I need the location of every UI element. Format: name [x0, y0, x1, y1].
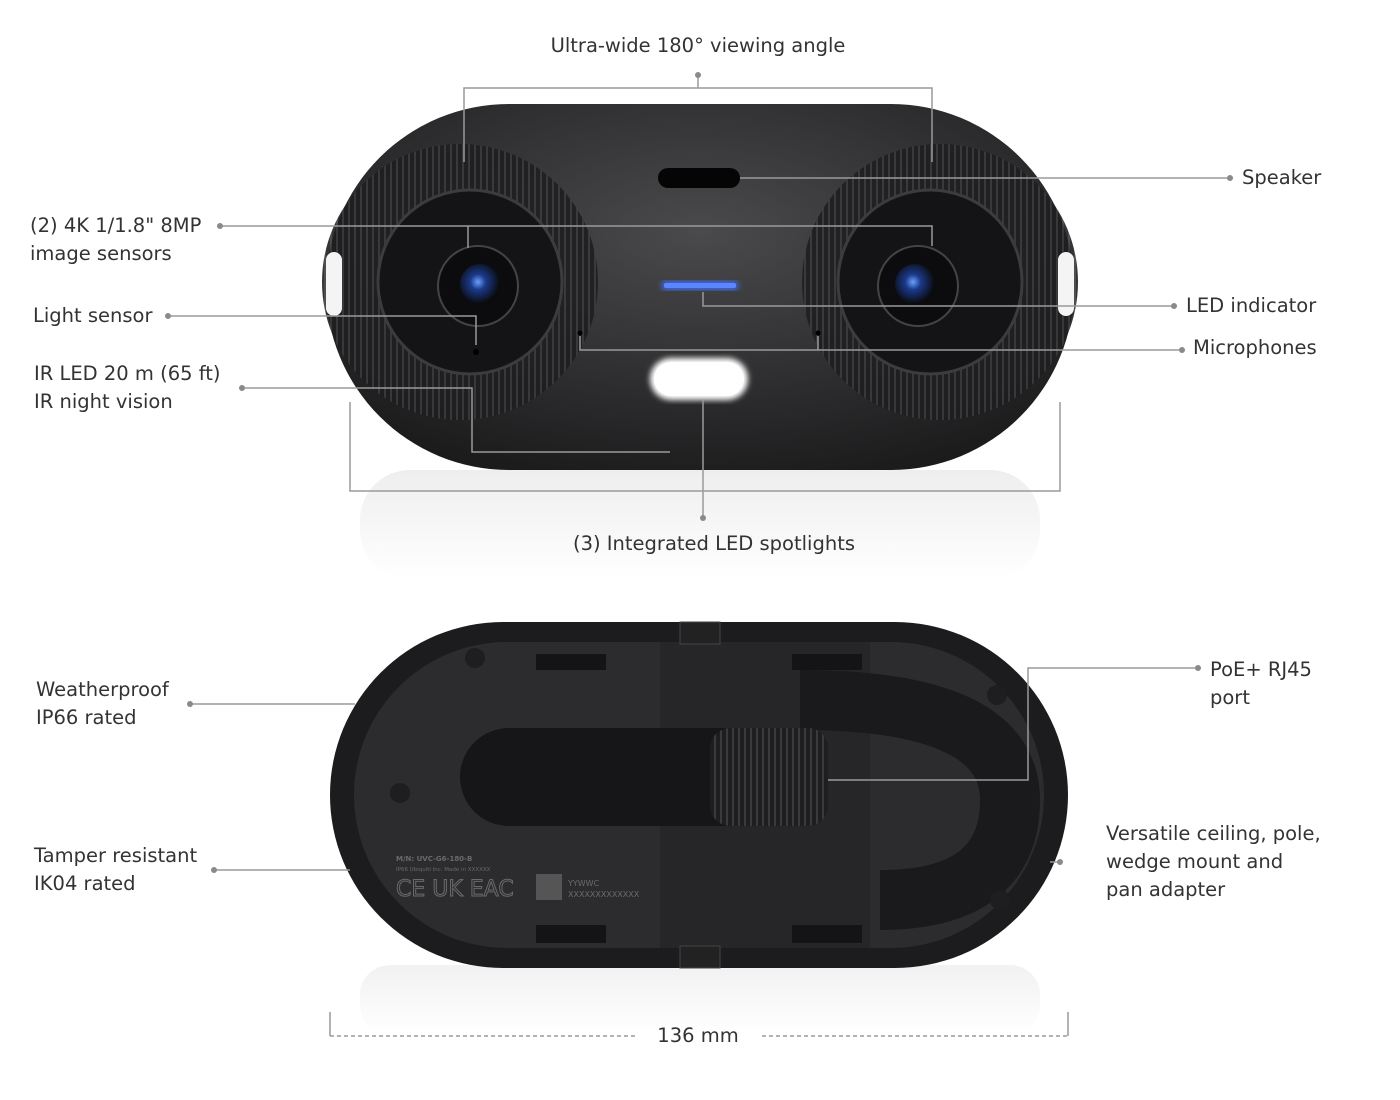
dimension-ticks: [329, 1012, 1069, 1036]
light-sensor-leader: [168, 315, 477, 345]
image-sensors-leader: [220, 225, 933, 248]
speaker-grille: [658, 168, 740, 188]
microphone-hole: [577, 330, 583, 336]
callout-line: pan adapter: [1106, 878, 1226, 901]
callout-line: (2) 4K 1/1.8" 8MP: [30, 214, 202, 237]
callout-line: IR LED 20 m (65 ft): [34, 362, 221, 385]
callout-speaker: Speaker: [1242, 166, 1322, 189]
serial-number: XXXXXXXXXXXXX: [568, 890, 640, 899]
date-code: YYWWC: [567, 879, 600, 888]
callout-lines: [168, 75, 1230, 1037]
callout-line: Weatherproof: [36, 678, 169, 701]
callout-line: wedge mount and: [1106, 850, 1284, 873]
callout-dots: [165, 72, 1233, 873]
model-number: M/N: UVC-G6-180-B: [396, 855, 472, 863]
product-label: M/N: UVC-G6-180-B IP66 Ubiquiti Inc. Mad…: [396, 855, 640, 903]
cable-channel: [799, 670, 1041, 930]
reflection: [360, 470, 1040, 580]
callout-line: PoE+ RJ45: [1210, 658, 1312, 681]
spotlights-leader: [349, 400, 1061, 518]
poe-leader: [828, 667, 1198, 781]
callout-poe-port: PoE+ RJ45 port: [1210, 656, 1312, 712]
callout-microphones: Microphones: [1193, 336, 1317, 359]
callout-line: IP66 rated: [36, 706, 137, 729]
callout-line: IR night vision: [34, 390, 173, 413]
microphone-hole: [815, 330, 821, 336]
lens: [460, 264, 500, 304]
label-info: IP66 Ubiquiti Inc. Made in XXXXXX: [396, 867, 491, 873]
led-indicator: [664, 283, 736, 288]
callout-mount: Versatile ceiling, pole, wedge mount and…: [1106, 820, 1321, 904]
dimension-label: 136 mm: [657, 1024, 739, 1047]
spotlight-left: [326, 252, 342, 316]
callout-ir-led: IR LED 20 m (65 ft) IR night vision: [34, 360, 221, 416]
callout-weatherproof: Weatherproof IP66 rated: [36, 676, 169, 732]
callout-line: port: [1210, 686, 1250, 709]
reflection: [360, 965, 1040, 1035]
callout-spotlights: (3) Integrated LED spotlights: [572, 532, 856, 555]
lens: [895, 264, 935, 304]
callout-image-sensors: (2) 4K 1/1.8" 8MP image sensors: [30, 212, 201, 268]
ir-led-leader: [242, 387, 670, 453]
microphones-leader: [579, 336, 1182, 351]
rj45-gland: [710, 728, 828, 826]
callout-tamper: Tamper resistant IK04 rated: [34, 842, 197, 898]
spotlight-center-core: [654, 362, 744, 396]
right-lens-assembly: [802, 144, 1078, 420]
callout-light-sensor: Light sensor: [33, 304, 153, 327]
light-sensor: [473, 349, 479, 355]
led-indicator-leader: [702, 292, 1174, 307]
callout-line: image sensors: [30, 242, 172, 265]
certification-marks: CE UK EAC: [396, 877, 514, 902]
callout-line: Tamper resistant: [34, 844, 198, 867]
callout-led-indicator: LED indicator: [1186, 294, 1317, 317]
qr-code: [536, 874, 562, 900]
camera-back-view: M/N: UVC-G6-180-B IP66 Ubiquiti Inc. Mad…: [330, 621, 1068, 1035]
camera-front-view: [322, 104, 1078, 580]
callout-line: Versatile ceiling, pole,: [1106, 822, 1321, 845]
spotlight-right: [1058, 252, 1074, 316]
callout-viewing-angle: Ultra-wide 180° viewing angle: [550, 34, 846, 57]
left-lens-assembly: [322, 144, 598, 420]
callout-line: IK04 rated: [34, 872, 136, 895]
